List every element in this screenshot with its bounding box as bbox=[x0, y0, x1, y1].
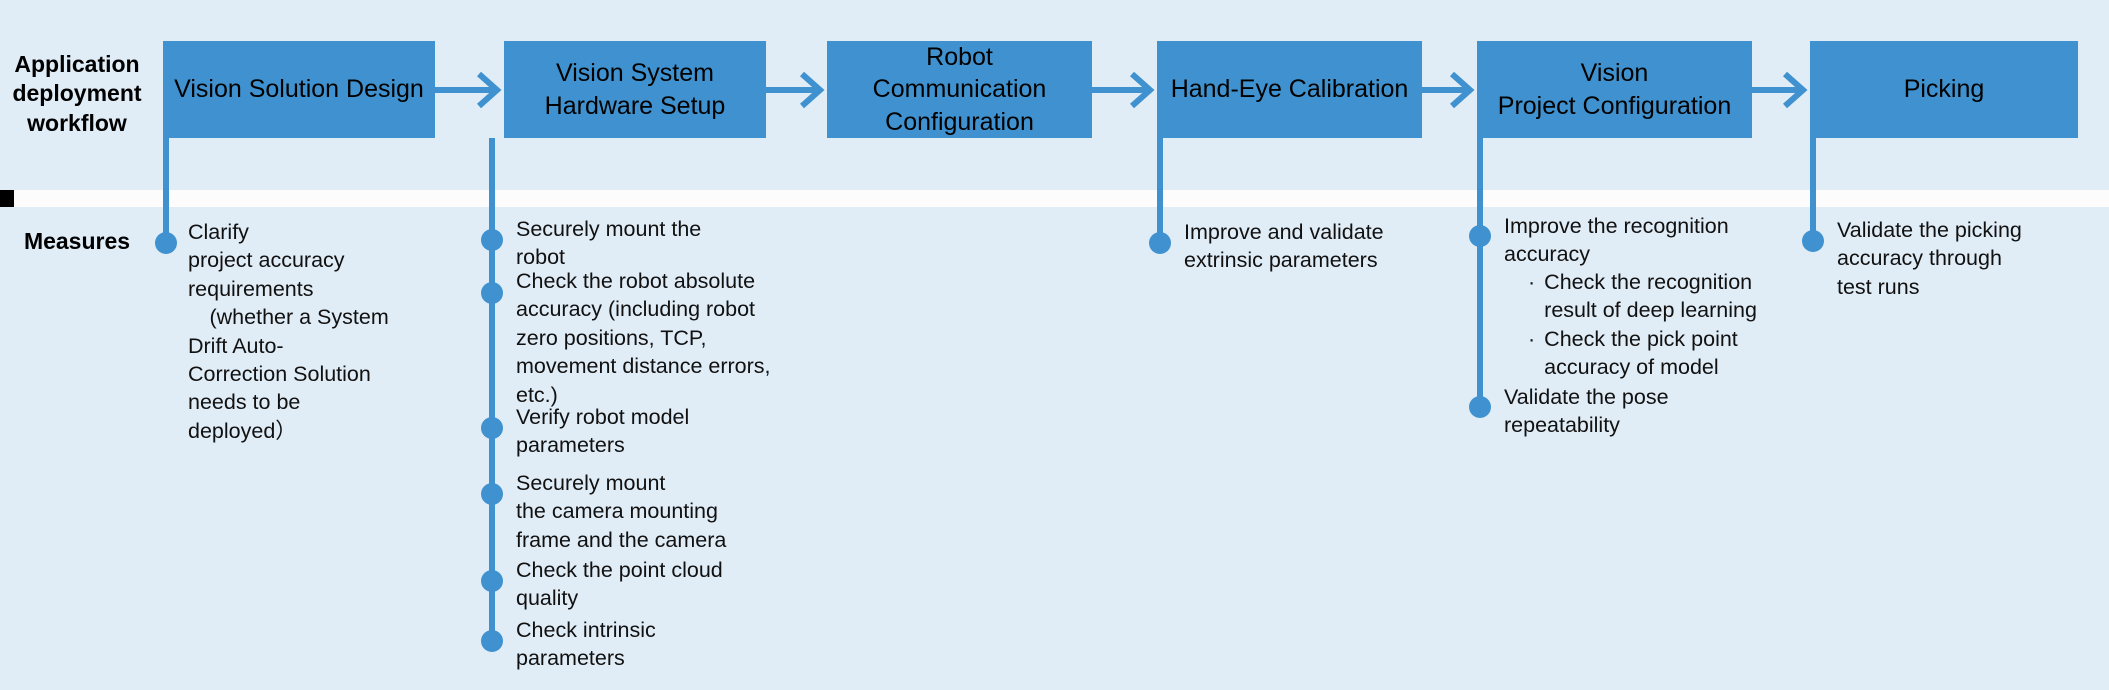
measure-subitem-1: · Check the recognition result of deep l… bbox=[1528, 268, 1808, 325]
row-label-measures: Measures bbox=[23, 228, 131, 254]
measure-dot-vision-solution-design-1 bbox=[155, 232, 177, 254]
measure-text-hardware-setup-4: Securely mount the camera mounting frame… bbox=[516, 471, 727, 552]
measure-text-vision-solution-design-1: Clarify project accuracy requirements (w… bbox=[188, 220, 389, 443]
measure-dot-vision-project-configuration-2 bbox=[1469, 396, 1491, 418]
measure-text-hardware-setup-2: Check the robot absolute accuracy (inclu… bbox=[516, 269, 771, 407]
measure-dot-hardware-setup-1 bbox=[481, 229, 503, 251]
arrow-icon-4 bbox=[1422, 71, 1475, 109]
row-label-application-deployment-workflow: Application deployment workflow bbox=[12, 51, 142, 136]
stage-box-vision-project-configuration[interactable]: Vision Project Configuration bbox=[1477, 41, 1752, 138]
stage-box-picking[interactable]: Picking bbox=[1810, 41, 2078, 138]
measure-dot-hardware-setup-3 bbox=[481, 417, 503, 439]
measure-subitem-2: · Check the pick point accuracy of model bbox=[1528, 325, 1808, 382]
bullet-icon: · bbox=[1528, 326, 1536, 351]
measure-text-picking-1: Validate the picking accuracy through te… bbox=[1837, 218, 2022, 299]
arrow-icon-3 bbox=[1092, 71, 1155, 109]
measure-dot-hardware-setup-4 bbox=[481, 483, 503, 505]
section-divider-band bbox=[0, 190, 2109, 207]
measure-text-hardware-setup-3: Verify robot model parameters bbox=[516, 405, 690, 458]
measure-text-hardware-setup-6: Check intrinsic parameters bbox=[516, 618, 656, 671]
measure-dot-hand-eye-calibration-1 bbox=[1149, 232, 1171, 254]
measure-text-vision-project-configuration-2: Validate the pose repeatability bbox=[1504, 385, 1669, 438]
arrow-icon-2 bbox=[766, 71, 825, 109]
measure-dot-vision-project-configuration-1 bbox=[1469, 225, 1491, 247]
measure-subitem-text-1: Check the recognition result of deep lea… bbox=[1544, 270, 1757, 323]
connector-stem-hand-eye-calibration bbox=[1157, 138, 1163, 242]
connector-stem-vision-project-configuration bbox=[1477, 138, 1483, 408]
connector-stem-vision-system-hardware-setup bbox=[489, 138, 495, 648]
stage-box-vision-system-hardware-setup[interactable]: Vision System Hardware Setup bbox=[504, 41, 766, 138]
measure-text-hardware-setup-5: Check the point cloud quality bbox=[516, 558, 723, 611]
connector-stem-picking bbox=[1810, 138, 1816, 242]
stage-box-hand-eye-calibration[interactable]: Hand-Eye Calibration bbox=[1157, 41, 1422, 138]
measure-text-hardware-setup-1: Securely mount the robot bbox=[516, 217, 702, 270]
measure-dot-picking-1 bbox=[1802, 230, 1824, 252]
arrow-icon-5 bbox=[1752, 71, 1808, 109]
measure-dot-hardware-setup-6 bbox=[481, 630, 503, 652]
measure-text-vision-project-configuration-1: Improve the recognition accuracy bbox=[1504, 214, 1729, 267]
section-divider-marker bbox=[0, 190, 14, 207]
measure-sublist-vision-project-configuration: · Check the recognition result of deep l… bbox=[1528, 268, 1808, 382]
arrow-icon-1 bbox=[435, 71, 502, 109]
measure-dot-hardware-setup-5 bbox=[481, 570, 503, 592]
connector-stem-vision-solution-design bbox=[163, 138, 169, 242]
stage-box-vision-solution-design[interactable]: Vision Solution Design bbox=[163, 41, 435, 138]
measure-dot-hardware-setup-2 bbox=[481, 282, 503, 304]
bullet-icon: · bbox=[1528, 270, 1536, 294]
stage-box-robot-communication-configuration[interactable]: Robot Communication Configuration bbox=[827, 41, 1092, 138]
measure-text-hand-eye-calibration-1: Improve and validate extrinsic parameter… bbox=[1184, 220, 1384, 273]
measure-subitem-text-2: Check the pick point accuracy of model bbox=[1544, 326, 1738, 380]
